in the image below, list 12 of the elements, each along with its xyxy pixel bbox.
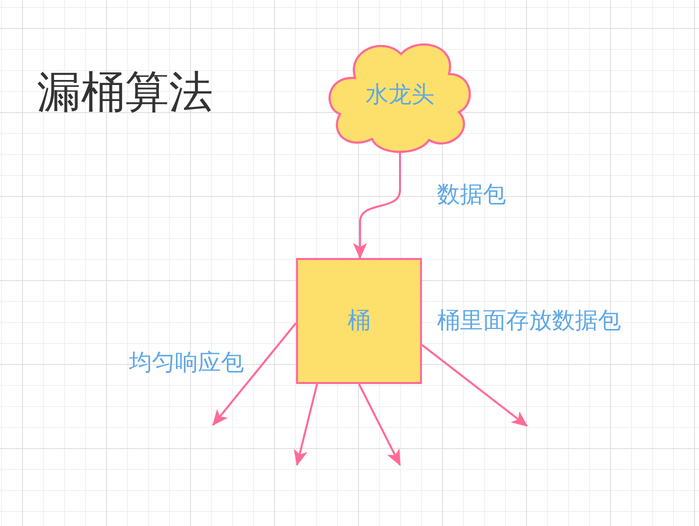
edge-label: 数据包 — [437, 182, 506, 208]
bucket-box — [296, 258, 422, 384]
arrow — [294, 384, 318, 466]
arrow — [358, 384, 401, 466]
node-caption: 桶里面存放数据包 — [437, 308, 621, 334]
annotation-text: 均匀响应包 — [129, 350, 244, 376]
arrow — [421, 344, 528, 427]
node-label: 桶 — [348, 308, 370, 334]
node-label: 水龙头 — [366, 82, 434, 108]
title: 漏桶算法 — [37, 68, 213, 119]
arrow — [212, 322, 297, 426]
arrow — [353, 152, 401, 259]
